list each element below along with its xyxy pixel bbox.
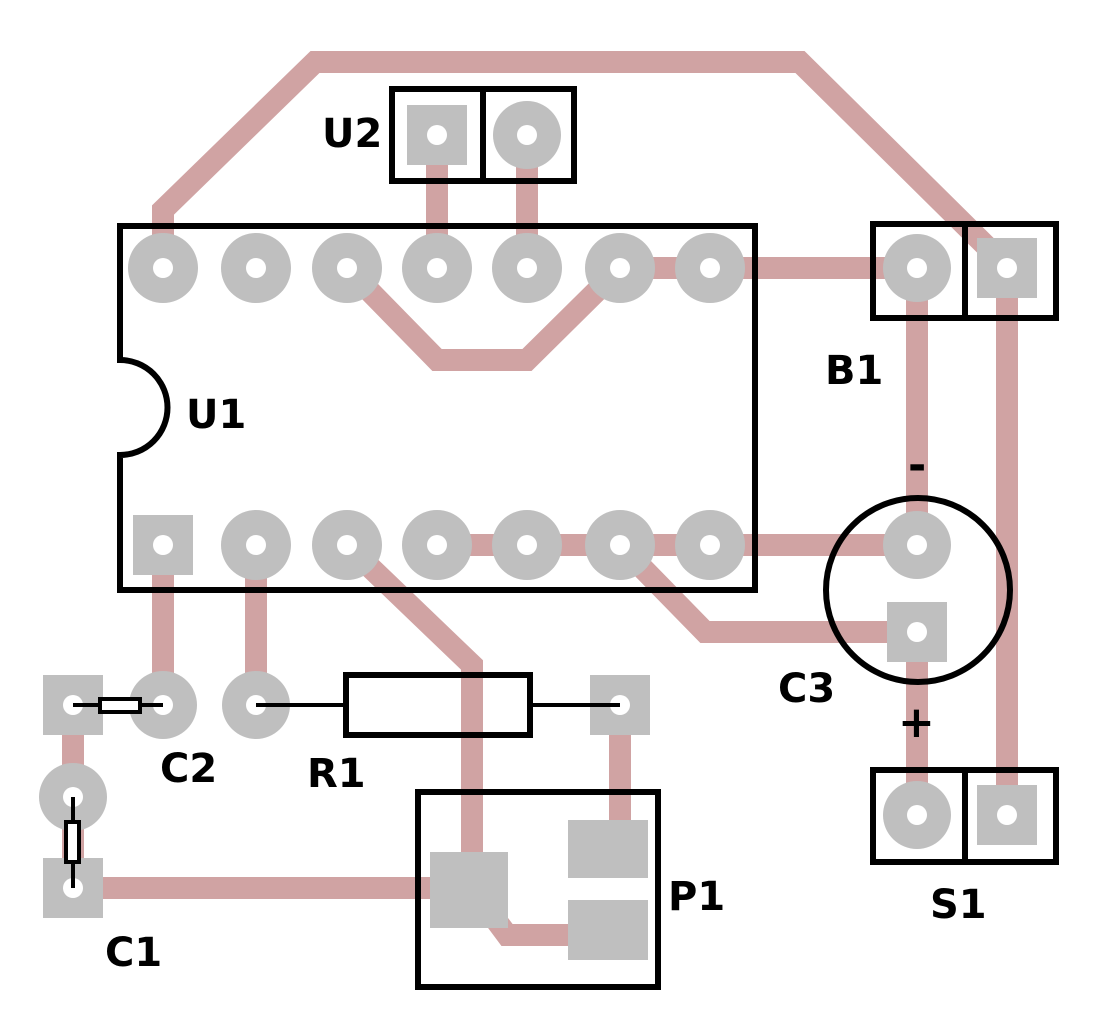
u2-header: [389, 86, 577, 184]
u1-pin-10-hole: [517, 258, 537, 278]
u1-pin-13-hole: [246, 258, 266, 278]
r1-resistor: [222, 671, 650, 739]
trace-u1-to-p1: [331, 529, 483, 899]
u1-outline: [117, 223, 758, 593]
u1-pin-3-hole: [337, 535, 357, 555]
c1-capacitor: [39, 763, 107, 918]
s1-header: [870, 767, 1059, 865]
u1-ic: [117, 223, 758, 593]
c3-pin-positive-hole: [907, 622, 927, 642]
trace-u1-to-c3-plus: [604, 529, 928, 643]
u1-pin-8-hole: [700, 258, 720, 278]
c2-capacitor: [43, 671, 197, 739]
label-c2: C2: [160, 746, 217, 792]
c2-body: [98, 697, 142, 714]
u2-pin-2-hole: [517, 125, 537, 145]
u1-pin-11-hole: [427, 258, 447, 278]
s1-pin-2-hole: [997, 805, 1017, 825]
trace-u1-pin3-to-pin6: [331, 252, 636, 371]
u1-pin-4-hole: [427, 535, 447, 555]
b1-header: [870, 221, 1059, 321]
label-c3: C3: [778, 666, 835, 712]
component-labels: U2 U1 B1 C3 C2 R1 C1 P1 S1 - +: [105, 111, 987, 976]
b1-pin-2-hole: [997, 258, 1017, 278]
p1-pad-top: [568, 820, 648, 878]
u1-pin-9-hole: [610, 258, 630, 278]
label-s1: S1: [930, 882, 987, 928]
u1-pin-5-hole: [517, 535, 537, 555]
p1-pad-wiper: [430, 852, 508, 928]
r1-body: [343, 672, 533, 738]
u1-pin-6-hole: [610, 535, 630, 555]
s1-pin-1-hole: [907, 805, 927, 825]
label-c1: C1: [105, 930, 162, 976]
c3-pin-negative-hole: [907, 535, 927, 555]
c3-capacitor: [823, 495, 1013, 685]
label-u2: U2: [322, 111, 382, 157]
u1-pin-12-hole: [337, 258, 357, 278]
c3-outline: [823, 495, 1013, 685]
u1-top-pads: [128, 233, 745, 303]
u1-pin-1-hole: [153, 535, 173, 555]
p1-pad-bottom: [568, 900, 648, 960]
u2-pin-1-hole: [427, 125, 447, 145]
p1-potentiometer: [415, 789, 661, 990]
label-c3-plus: +: [898, 697, 935, 748]
label-r1: R1: [307, 751, 366, 797]
trace-u1-pin1-to-b1: [152, 51, 996, 279]
u1-pin-7-hole: [700, 535, 720, 555]
u1-bottom-pads: [133, 510, 745, 580]
label-c3-minus: -: [908, 440, 926, 491]
label-b1: B1: [825, 348, 883, 394]
label-u1: U1: [186, 392, 246, 438]
traces: [62, 51, 1018, 946]
u1-pin-14-hole: [153, 258, 173, 278]
c1-body: [64, 820, 81, 864]
p1-outline: [415, 789, 661, 990]
b1-pin-1-hole: [907, 258, 927, 278]
u1-pin-2-hole: [246, 535, 266, 555]
label-p1: P1: [668, 874, 725, 920]
